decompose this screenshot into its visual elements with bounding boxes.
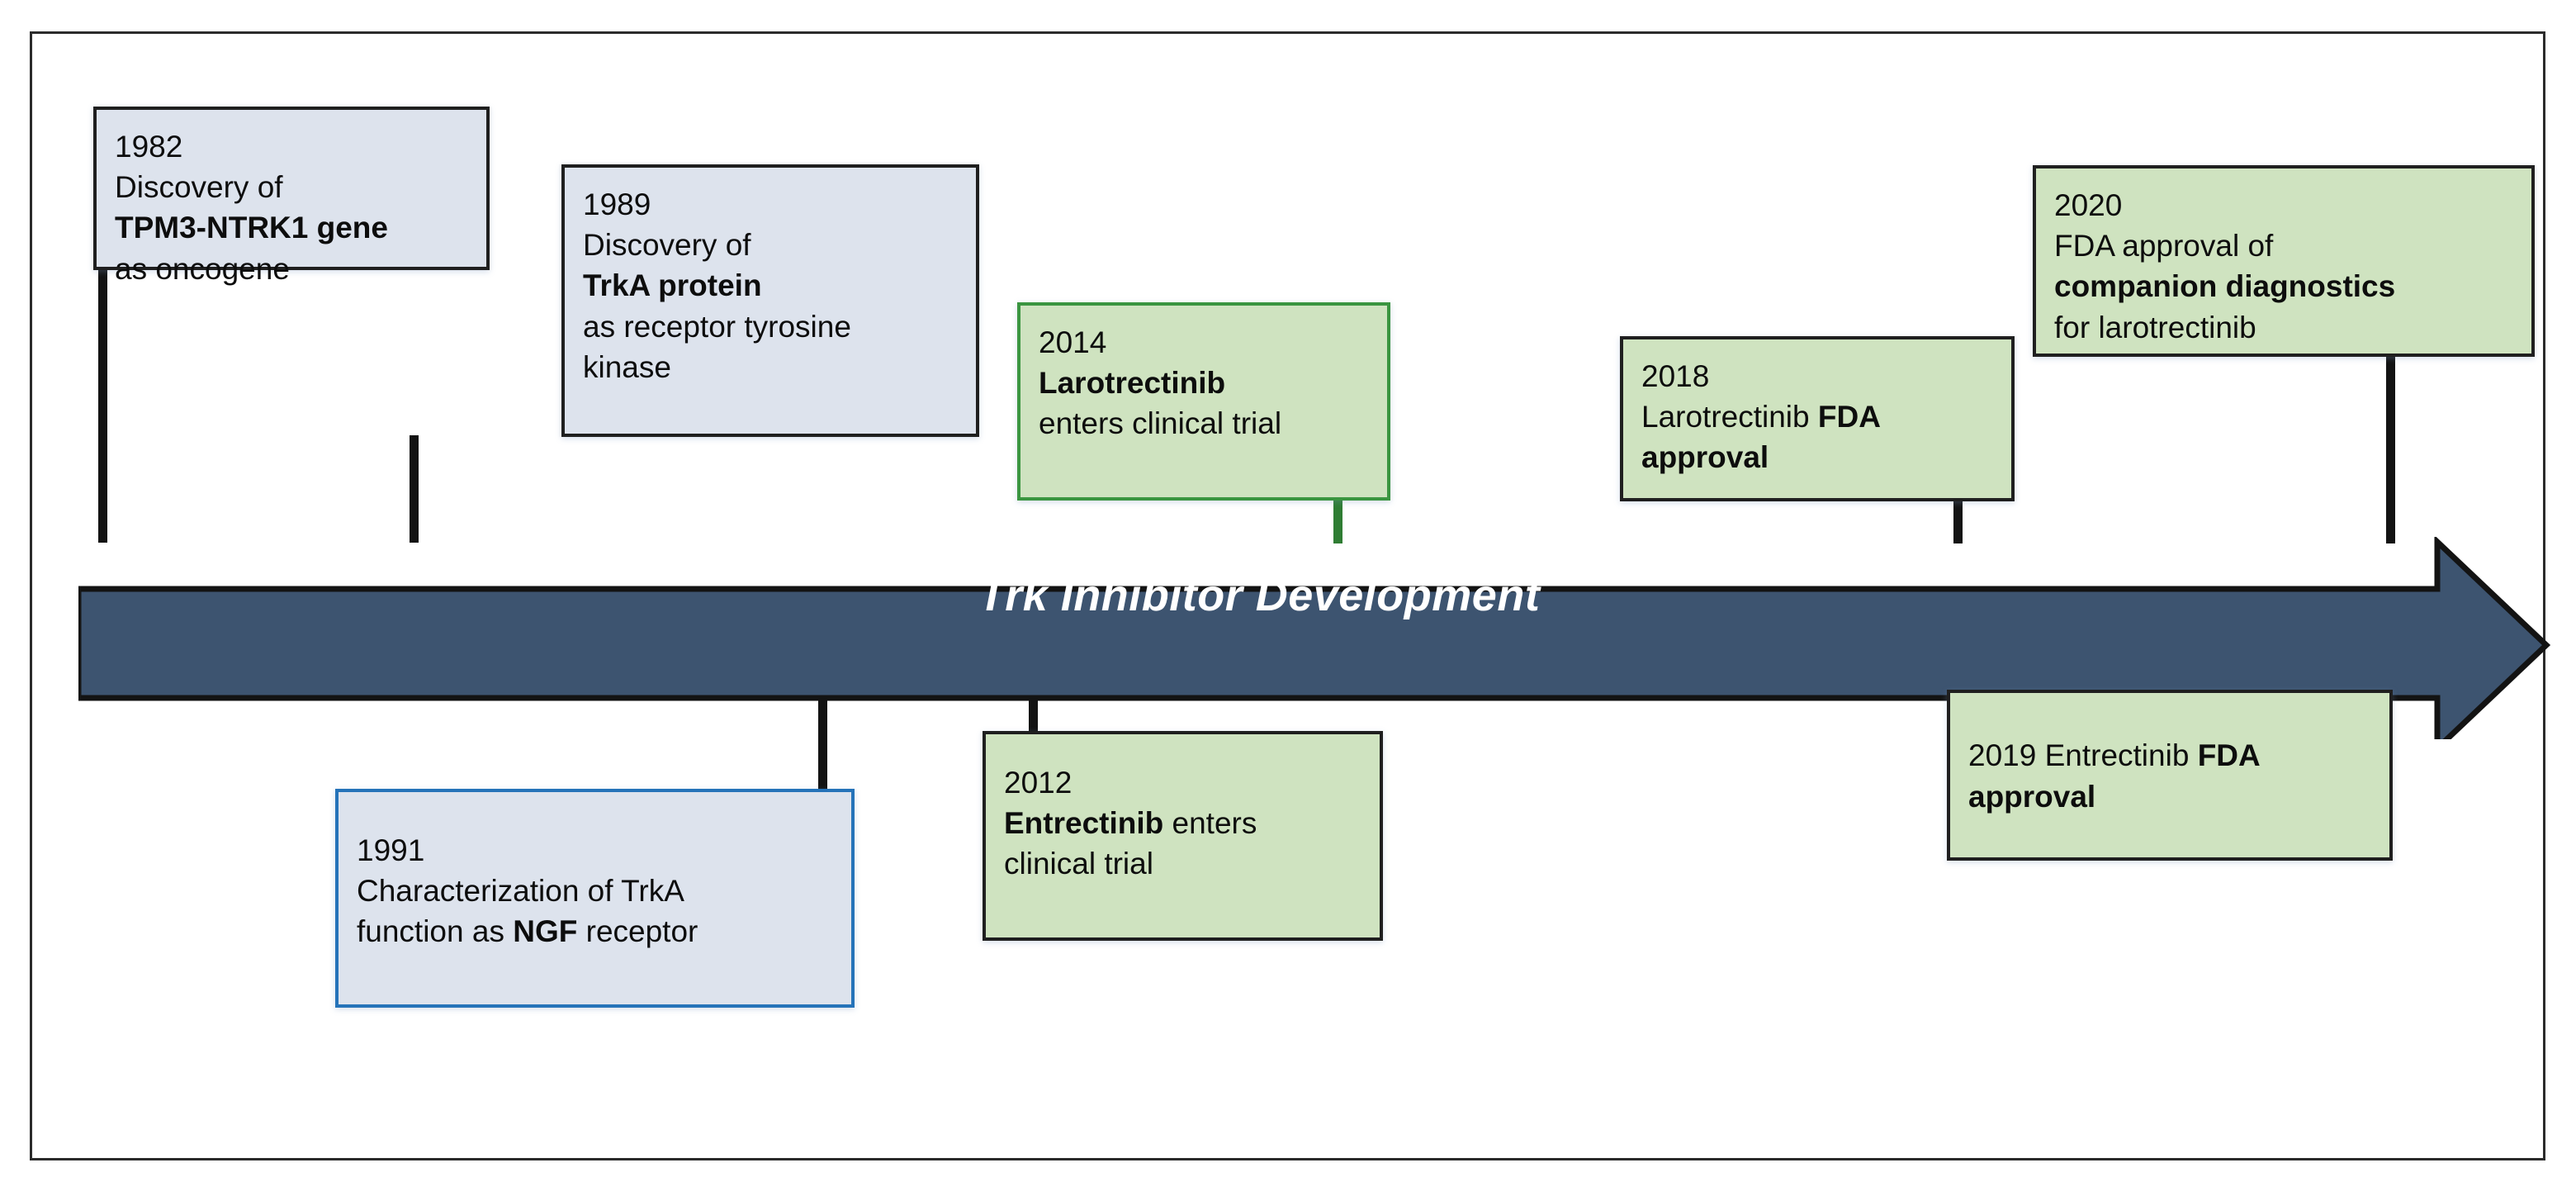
event-1982-line-1: 1982 [115,130,183,164]
connector-1989 [410,435,419,543]
event-2018-line-3: approval [1641,437,1993,477]
event-2018-highlight-fda: FDA [1817,400,1881,434]
event-1982-highlight: TPM3-NTRK1 gene [115,211,388,245]
event-2020-line-3: companion diagnostics [2054,266,2513,306]
event-2019-line-2: approval [1968,776,2371,817]
event-1991-line-3-plain-b: receptor [577,914,698,949]
event-box-2014[interactable]: 2014 Larotrectinib enters clinical trial [1017,302,1390,501]
event-box-1989[interactable]: 1989 Discovery of TrkA protein as recept… [561,164,979,437]
connector-1991 [818,648,827,793]
event-box-2020[interactable]: 2020 FDA approval of companion diagnosti… [2033,165,2535,357]
event-2019-highlight-fda: FDA [2197,738,2261,773]
event-2018-line-2: Larotrectinib FDA [1641,396,1993,437]
event-1989-line-4: as receptor tyrosine [583,309,851,344]
event-1989-line-5: kinase [583,349,671,384]
event-1991-line-3: function as NGF receptor [357,911,833,952]
timeline-arrow [78,537,2551,739]
event-2012-line-3: clinical trial [1004,847,1153,881]
event-2020-line-2: FDA approval of [2054,229,2274,263]
event-2020-line-4: for larotrectinib [2054,310,2256,344]
event-box-1991[interactable]: 1991 Characterization of TrkA function a… [335,789,855,1008]
event-2014-line-2: Larotrectinib [1039,363,1369,403]
event-2019-line-1-plain: 2019 Entrectinib [1968,738,2198,773]
event-1989-line-3: TrkA protein [583,265,958,306]
event-2012-line-1: 2012 [1004,766,1073,800]
event-1991-line-1: 1991 [357,833,425,867]
event-2012-line-2-plain: enters [1163,806,1257,841]
connector-2018 [1953,501,1963,543]
event-1982-line-2: Discovery of [115,170,283,205]
event-1991-highlight: NGF [513,914,578,949]
event-box-2012[interactable]: 2012 Entrectinib enters clinical trial [983,731,1383,941]
event-1991-line-2: Characterization of TrkA [357,874,684,909]
event-2014-line-1: 2014 [1039,325,1107,359]
event-2012-highlight: Entrectinib [1004,806,1164,841]
event-2014-line-3: enters clinical trial [1039,406,1282,441]
event-2020-highlight: companion diagnostics [2054,269,2396,304]
event-2012-line-2: Entrectinib enters [1004,803,1361,843]
event-1989-highlight: TrkA protein [583,268,762,303]
event-1982-line-4: as oncogene [115,251,290,286]
event-2018-line-1: 2018 [1641,359,1710,393]
event-box-2018[interactable]: 2018 Larotrectinib FDA approval [1620,336,2015,501]
connector-2020 [2386,355,2395,543]
connector-2014 [1333,499,1342,543]
event-1989-line-1: 1989 [583,187,651,221]
event-2018-highlight-approval: approval [1641,440,1769,475]
event-2020-line-1: 2020 [2054,188,2123,222]
event-2014-highlight: Larotrectinib [1039,366,1226,401]
event-1982-line-3: TPM3-NTRK1 gene [115,207,468,248]
event-box-1982[interactable]: 1982 Discovery of TPM3-NTRK1 gene as onc… [93,107,490,286]
event-1989-line-2: Discovery of [583,228,751,263]
event-2018-line-2-plain: Larotrectinib [1641,400,1818,434]
connector-1982 [98,268,107,543]
event-2019-line-1: 2019 Entrectinib FDA [1968,735,2371,776]
event-1991-line-3-plain-a: function as [357,914,514,949]
event-box-2019[interactable]: 2019 Entrectinib FDA approval [1947,690,2393,861]
event-2019-highlight-approval: approval [1968,779,2096,814]
